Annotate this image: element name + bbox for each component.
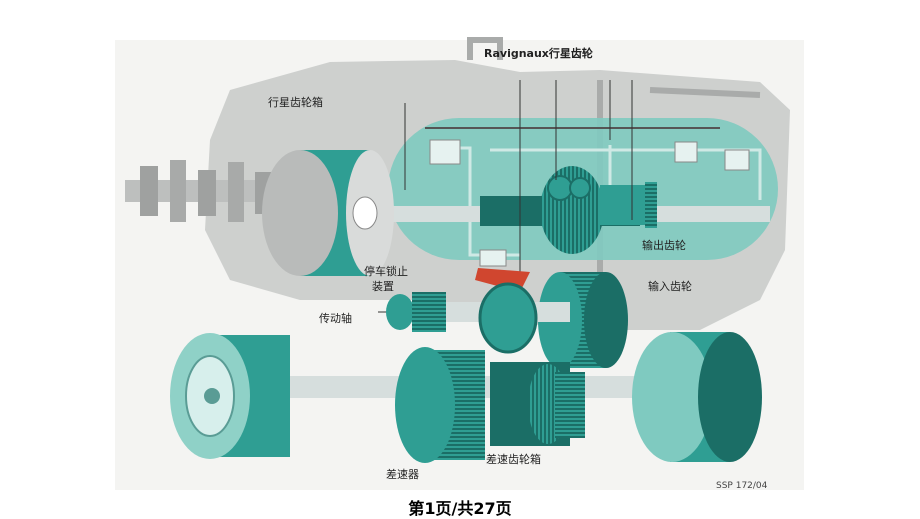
label-drive-shaft: 传动轴 (319, 312, 352, 325)
ravigneaux-gearset (480, 166, 657, 254)
label-differential: 差速器 (386, 468, 419, 481)
label-parking-lock-line2: 装置 (372, 280, 394, 293)
label-planetary-gearbox: 行星齿轮箱 (268, 96, 323, 109)
left-wheel (170, 333, 290, 459)
label-differential-gearbox: 差速齿轮箱 (486, 453, 541, 466)
label-ravigneaux: Ravignaux行星齿轮 (484, 47, 593, 60)
right-wheel (632, 332, 762, 462)
torque-converter (262, 150, 394, 276)
label-parking-lock-line1: 停车锁止 (364, 265, 408, 278)
figure-code: SSP 172/04 (716, 481, 768, 491)
label-output-gear: 输出齿轮 (642, 239, 686, 252)
clutch-blocks (429, 139, 750, 267)
differential-gears (395, 347, 585, 463)
drive-shaft (386, 282, 570, 354)
label-input-gear: 输入齿轮 (648, 280, 692, 293)
page-number: 第1页/共27页 (408, 499, 512, 518)
